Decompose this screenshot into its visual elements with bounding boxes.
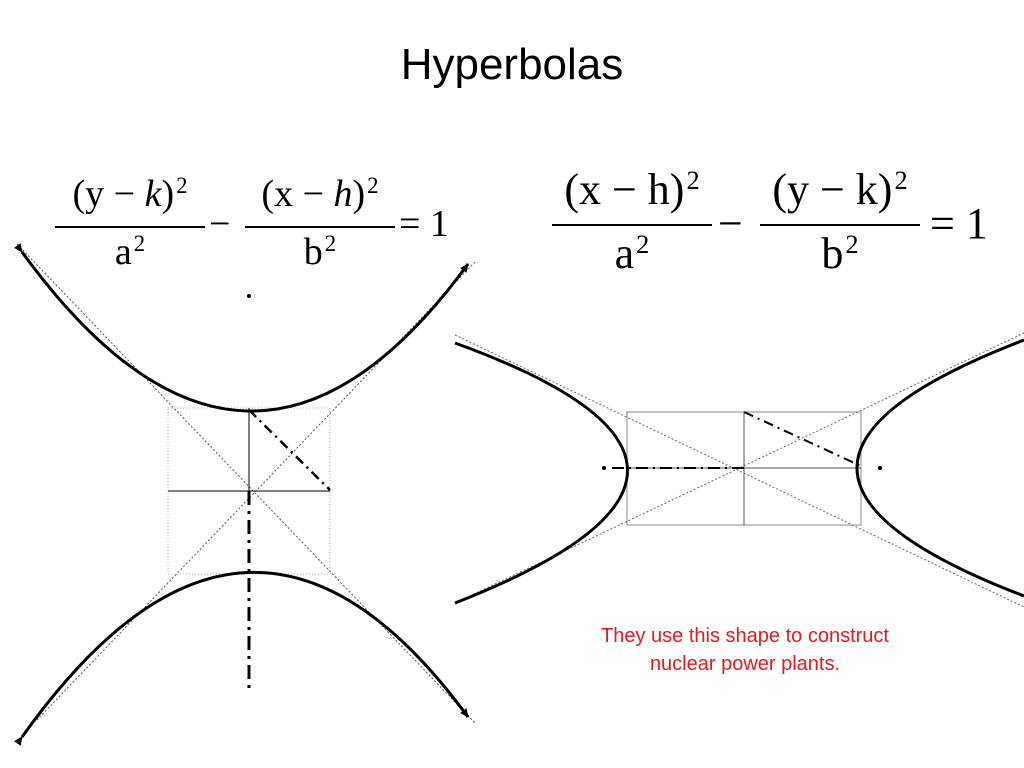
caption-text: They use this shape to construct nuclear… bbox=[560, 622, 930, 678]
numerator-y-term: (y − k)2 bbox=[72, 173, 188, 215]
caption-line: They use this shape to construct bbox=[601, 625, 889, 647]
denominator-b-squared: b2 bbox=[821, 229, 859, 278]
distance-c-line bbox=[743, 411, 862, 467]
fraction-bar bbox=[245, 226, 395, 228]
numerator-x-term: (x − h)2 bbox=[564, 165, 700, 214]
right-branch-curve bbox=[855, 338, 1024, 598]
asymptote-line bbox=[16, 243, 476, 724]
denominator-a-squared: a2 bbox=[614, 229, 650, 278]
fraction-bar bbox=[552, 224, 712, 226]
equals-one: = 1 bbox=[399, 203, 449, 245]
caption-line: nuclear power plants. bbox=[649, 653, 841, 675]
lower-branch-curve bbox=[14, 571, 470, 746]
slide-title: Hyperbolas bbox=[400, 40, 624, 89]
fraction-y-term: (y − k)2 b2 bbox=[760, 162, 920, 287]
diagram-horizontal-hyperbola bbox=[454, 332, 1024, 608]
minus-sign: − bbox=[209, 203, 231, 245]
focus-point bbox=[247, 294, 251, 298]
focus-point-right bbox=[878, 466, 882, 470]
distance-c-line bbox=[248, 409, 331, 491]
fraction-x-term: (x − h)2 a2 bbox=[552, 162, 712, 287]
numerator-x-term: (x − h)2 bbox=[261, 173, 379, 215]
fraction-bar bbox=[55, 226, 205, 228]
asymptote-line bbox=[34, 261, 476, 723]
equation-horizontal-hyperbola: (x − h)2 a2 − (y − k)2 b2 = 1 bbox=[552, 162, 1002, 287]
minus-sign: − bbox=[718, 199, 743, 248]
asymptote-line bbox=[454, 334, 1024, 608]
upper-branch-curve bbox=[14, 243, 470, 413]
left-branch-curve bbox=[454, 341, 629, 605]
focus-point-left bbox=[602, 466, 606, 470]
fraction-bar bbox=[760, 224, 920, 226]
equals-one: = 1 bbox=[930, 199, 988, 248]
numerator-y-term: (y − k)2 bbox=[772, 165, 908, 214]
